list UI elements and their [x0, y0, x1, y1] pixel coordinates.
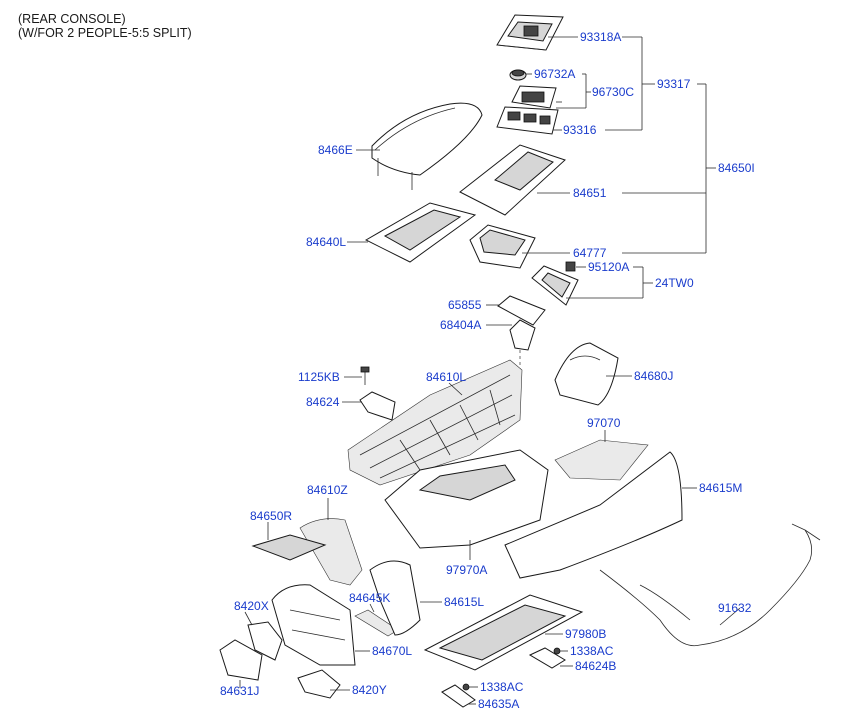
title-line-2: (W/FOR 2 PEOPLE-5:5 SPLIT)	[18, 26, 192, 40]
label-84640L: 84640L	[306, 235, 346, 249]
label-97970A: 97970A	[446, 563, 487, 577]
label-1125KB: 1125KB	[298, 370, 340, 384]
label-84650R: 84650R	[250, 509, 292, 523]
label-91632: 91632	[718, 601, 752, 615]
part-84610L-side-panel	[347, 359, 523, 486]
label-95120A: 95120A	[588, 260, 629, 274]
part-84670L-housing	[271, 584, 356, 666]
label-84631J: 84631J	[220, 684, 259, 698]
part-84615M-side-trim	[504, 451, 683, 579]
title-line-1: (REAR CONSOLE)	[18, 12, 126, 26]
part-68404A-clip	[509, 319, 536, 351]
label-65855: 65855	[448, 298, 482, 312]
part-1338AC-bolt-a	[553, 647, 561, 655]
label-93316: 93316	[563, 123, 597, 137]
label-84635A: 84635A	[478, 697, 519, 711]
part-96732A-knob	[509, 69, 527, 81]
label-84651: 84651	[573, 186, 607, 200]
label-1338AC-b: 1338AC	[480, 680, 524, 694]
part-97070-duct	[554, 439, 649, 481]
part-8420X-bracket	[247, 621, 283, 661]
part-84640L-tray	[364, 202, 477, 263]
label-84610Z: 84610Z	[307, 483, 348, 497]
label-96732A: 96732A	[534, 67, 575, 81]
part-84650R-lid	[251, 534, 327, 561]
label-68404A: 68404A	[440, 318, 481, 332]
label-84624: 84624	[306, 395, 340, 409]
label-24TW0: 24TW0	[655, 276, 694, 290]
label-8420Y: 8420Y	[352, 683, 387, 697]
part-65855-bracket	[497, 295, 546, 326]
part-84624B-bracket	[528, 647, 566, 669]
label-64777: 64777	[573, 246, 607, 260]
part-84651-upper-panel	[459, 144, 566, 216]
label-97070: 97070	[587, 416, 621, 430]
part-8466E-armrest-lid	[371, 102, 483, 190]
part-64777-box	[469, 224, 536, 269]
diagram-title: (REAR CONSOLE) (W/FOR 2 PEOPLE-5:5 SPLIT…	[18, 12, 192, 40]
label-8466E: 8466E	[318, 143, 353, 157]
label-84624B: 84624B	[575, 659, 616, 673]
part-97970A-duct	[384, 449, 549, 549]
part-84635A-bracket	[441, 684, 476, 708]
label-84615M: 84615M	[699, 481, 742, 495]
part-91632-harness	[599, 523, 821, 647]
label-84680J: 84680J	[634, 369, 673, 383]
part-84631J-bracket	[219, 639, 263, 681]
label-93318A: 93318A	[580, 30, 621, 44]
part-1125KB-screw	[360, 366, 370, 385]
part-8420Y-bracket	[297, 669, 341, 699]
part-97980B-frame	[423, 594, 584, 671]
label-93317: 93317	[657, 77, 691, 91]
part-96730C-control	[511, 85, 557, 109]
label-8420X: 8420X	[234, 599, 269, 613]
part-84615L-panel	[369, 560, 421, 636]
part-93318A-switch-panel	[496, 14, 564, 51]
label-1338AC-a: 1338AC	[570, 644, 614, 658]
part-24TW0-panel	[531, 265, 579, 306]
leader-lines	[239, 36, 741, 705]
label-84610L: 84610L	[426, 370, 466, 384]
label-97980B: 97980B	[565, 627, 606, 641]
part-95120A-connector	[565, 261, 576, 272]
part-93316-switch	[496, 106, 559, 135]
part-84624-bracket	[359, 391, 396, 421]
part-84680J-pocket	[554, 342, 619, 406]
label-84650I: 84650I	[718, 161, 755, 175]
label-84645K: 84645K	[349, 591, 390, 605]
part-84610Z-cover	[299, 518, 363, 586]
label-84670L: 84670L	[372, 644, 412, 658]
part-1338AC-bolt-b	[462, 683, 470, 691]
label-96730C: 96730C	[592, 85, 634, 99]
label-84615L: 84615L	[444, 595, 484, 609]
